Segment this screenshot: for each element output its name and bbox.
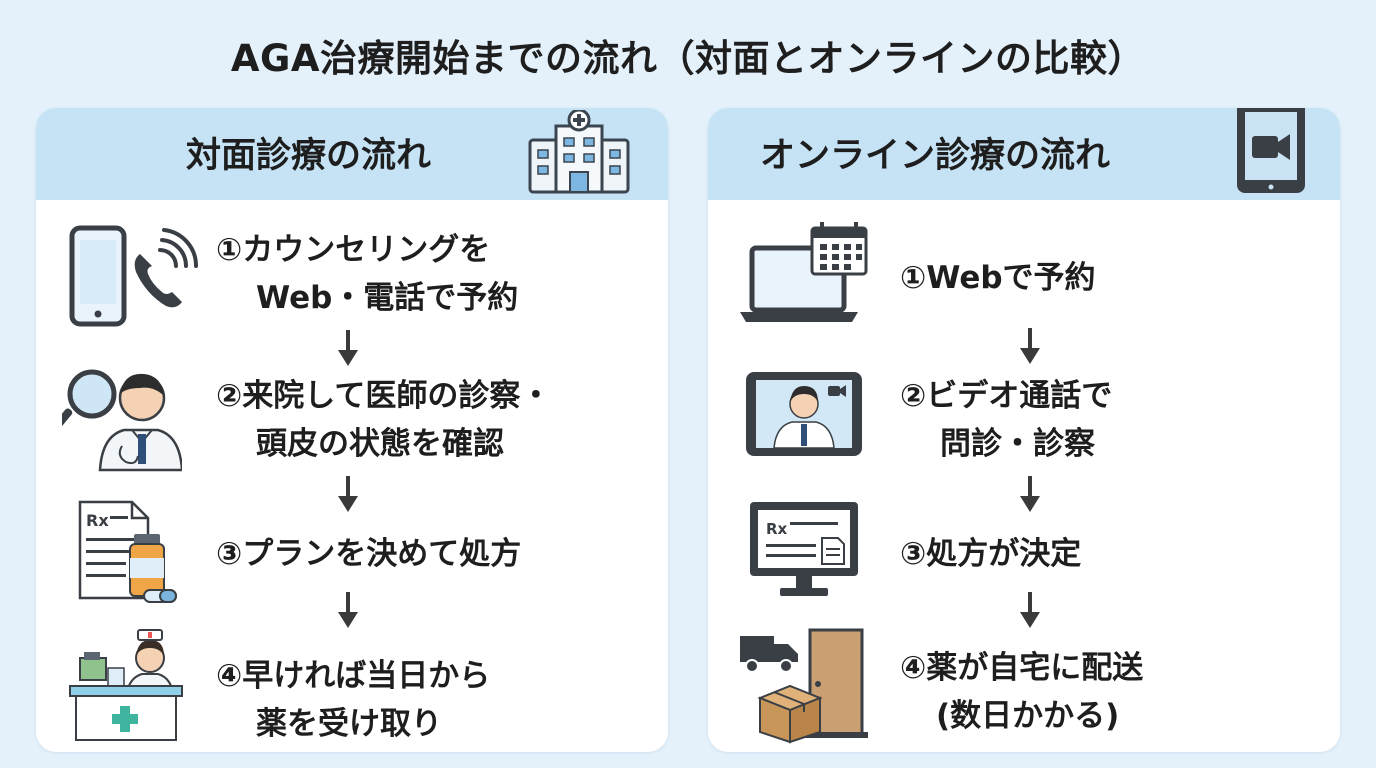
svg-text:Rx: Rx [766, 520, 788, 538]
arrow-down-icon [1020, 328, 1040, 364]
in-person-step-1: ①カウンセリングを Web・電話で予約 [216, 232, 519, 316]
smartphone-phone-icon [69, 225, 199, 327]
online-header: オンライン診療の流れ [708, 108, 1340, 200]
in-person-header: 対面診療の流れ [36, 108, 668, 200]
doctor-magnifier-icon [62, 369, 182, 472]
online-step-3: ③処方が決定 [900, 536, 1082, 572]
pharmacy-counter-icon [69, 629, 183, 741]
in-person-step-4: ④早ければ当日から 薬を受け取り [216, 658, 491, 742]
online-step-2: ②ビデオ通話で 問診・診察 [900, 378, 1113, 462]
svg-text:Rx: Rx [86, 511, 109, 530]
online-title: オンライン診療の流れ [760, 136, 1111, 176]
online-panel: オンライン診療の流れ ①Webで予約 [708, 108, 1340, 752]
prescription-medicine-icon: Rx [78, 500, 177, 603]
arrow-down-icon [1020, 476, 1040, 512]
monitor-prescription-icon: Rx [750, 502, 858, 596]
in-person-title: 対面診療の流れ [186, 136, 432, 176]
arrow-down-icon [338, 330, 358, 366]
hospital-icon [528, 110, 630, 194]
in-person-step-2: ②来院して医師の診察・ 頭皮の状態を確認 [216, 378, 552, 462]
tablet-video-icon [1237, 108, 1305, 193]
laptop-calendar-icon [740, 222, 868, 322]
online-step-1: ①Webで予約 [900, 260, 1096, 296]
arrow-down-icon [338, 476, 358, 512]
arrow-down-icon [338, 592, 358, 628]
in-person-panel: 対面診療の流れ ①カウンセリングを Web・電話で予約 [36, 108, 668, 752]
online-step-4: ④薬が自宅に配送 (数日かかる) [900, 650, 1144, 734]
delivery-door-icon [740, 628, 868, 744]
in-person-step-3: ③プランを決めて処方 [216, 536, 522, 572]
video-call-doctor-icon [746, 372, 862, 456]
page-title: AGA治療開始までの流れ（対面とオンラインの比較） [230, 37, 1146, 80]
arrow-down-icon [1020, 592, 1040, 628]
